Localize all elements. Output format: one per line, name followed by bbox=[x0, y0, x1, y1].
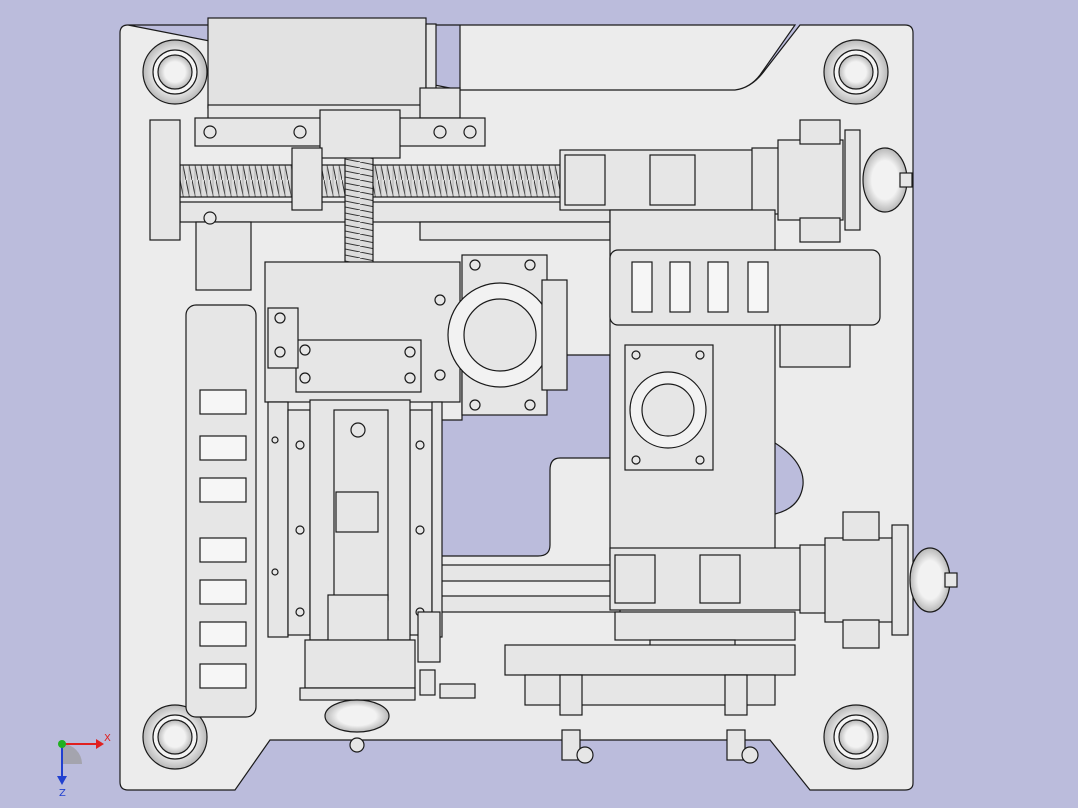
bottom-bracket bbox=[504, 644, 796, 676]
lower-rail bbox=[439, 564, 621, 582]
bottom-motor bbox=[324, 699, 390, 733]
drag-chain-left bbox=[185, 304, 257, 718]
corner-bushing bbox=[142, 39, 889, 770]
coordinate-triad-icon: X Z bbox=[57, 733, 111, 799]
triad-x-label: X bbox=[104, 733, 111, 744]
upper-rail bbox=[179, 201, 611, 223]
top-motor-housing bbox=[207, 17, 427, 109]
triad-z-label: Z bbox=[59, 788, 66, 799]
vertical-guide-left bbox=[267, 401, 289, 638]
